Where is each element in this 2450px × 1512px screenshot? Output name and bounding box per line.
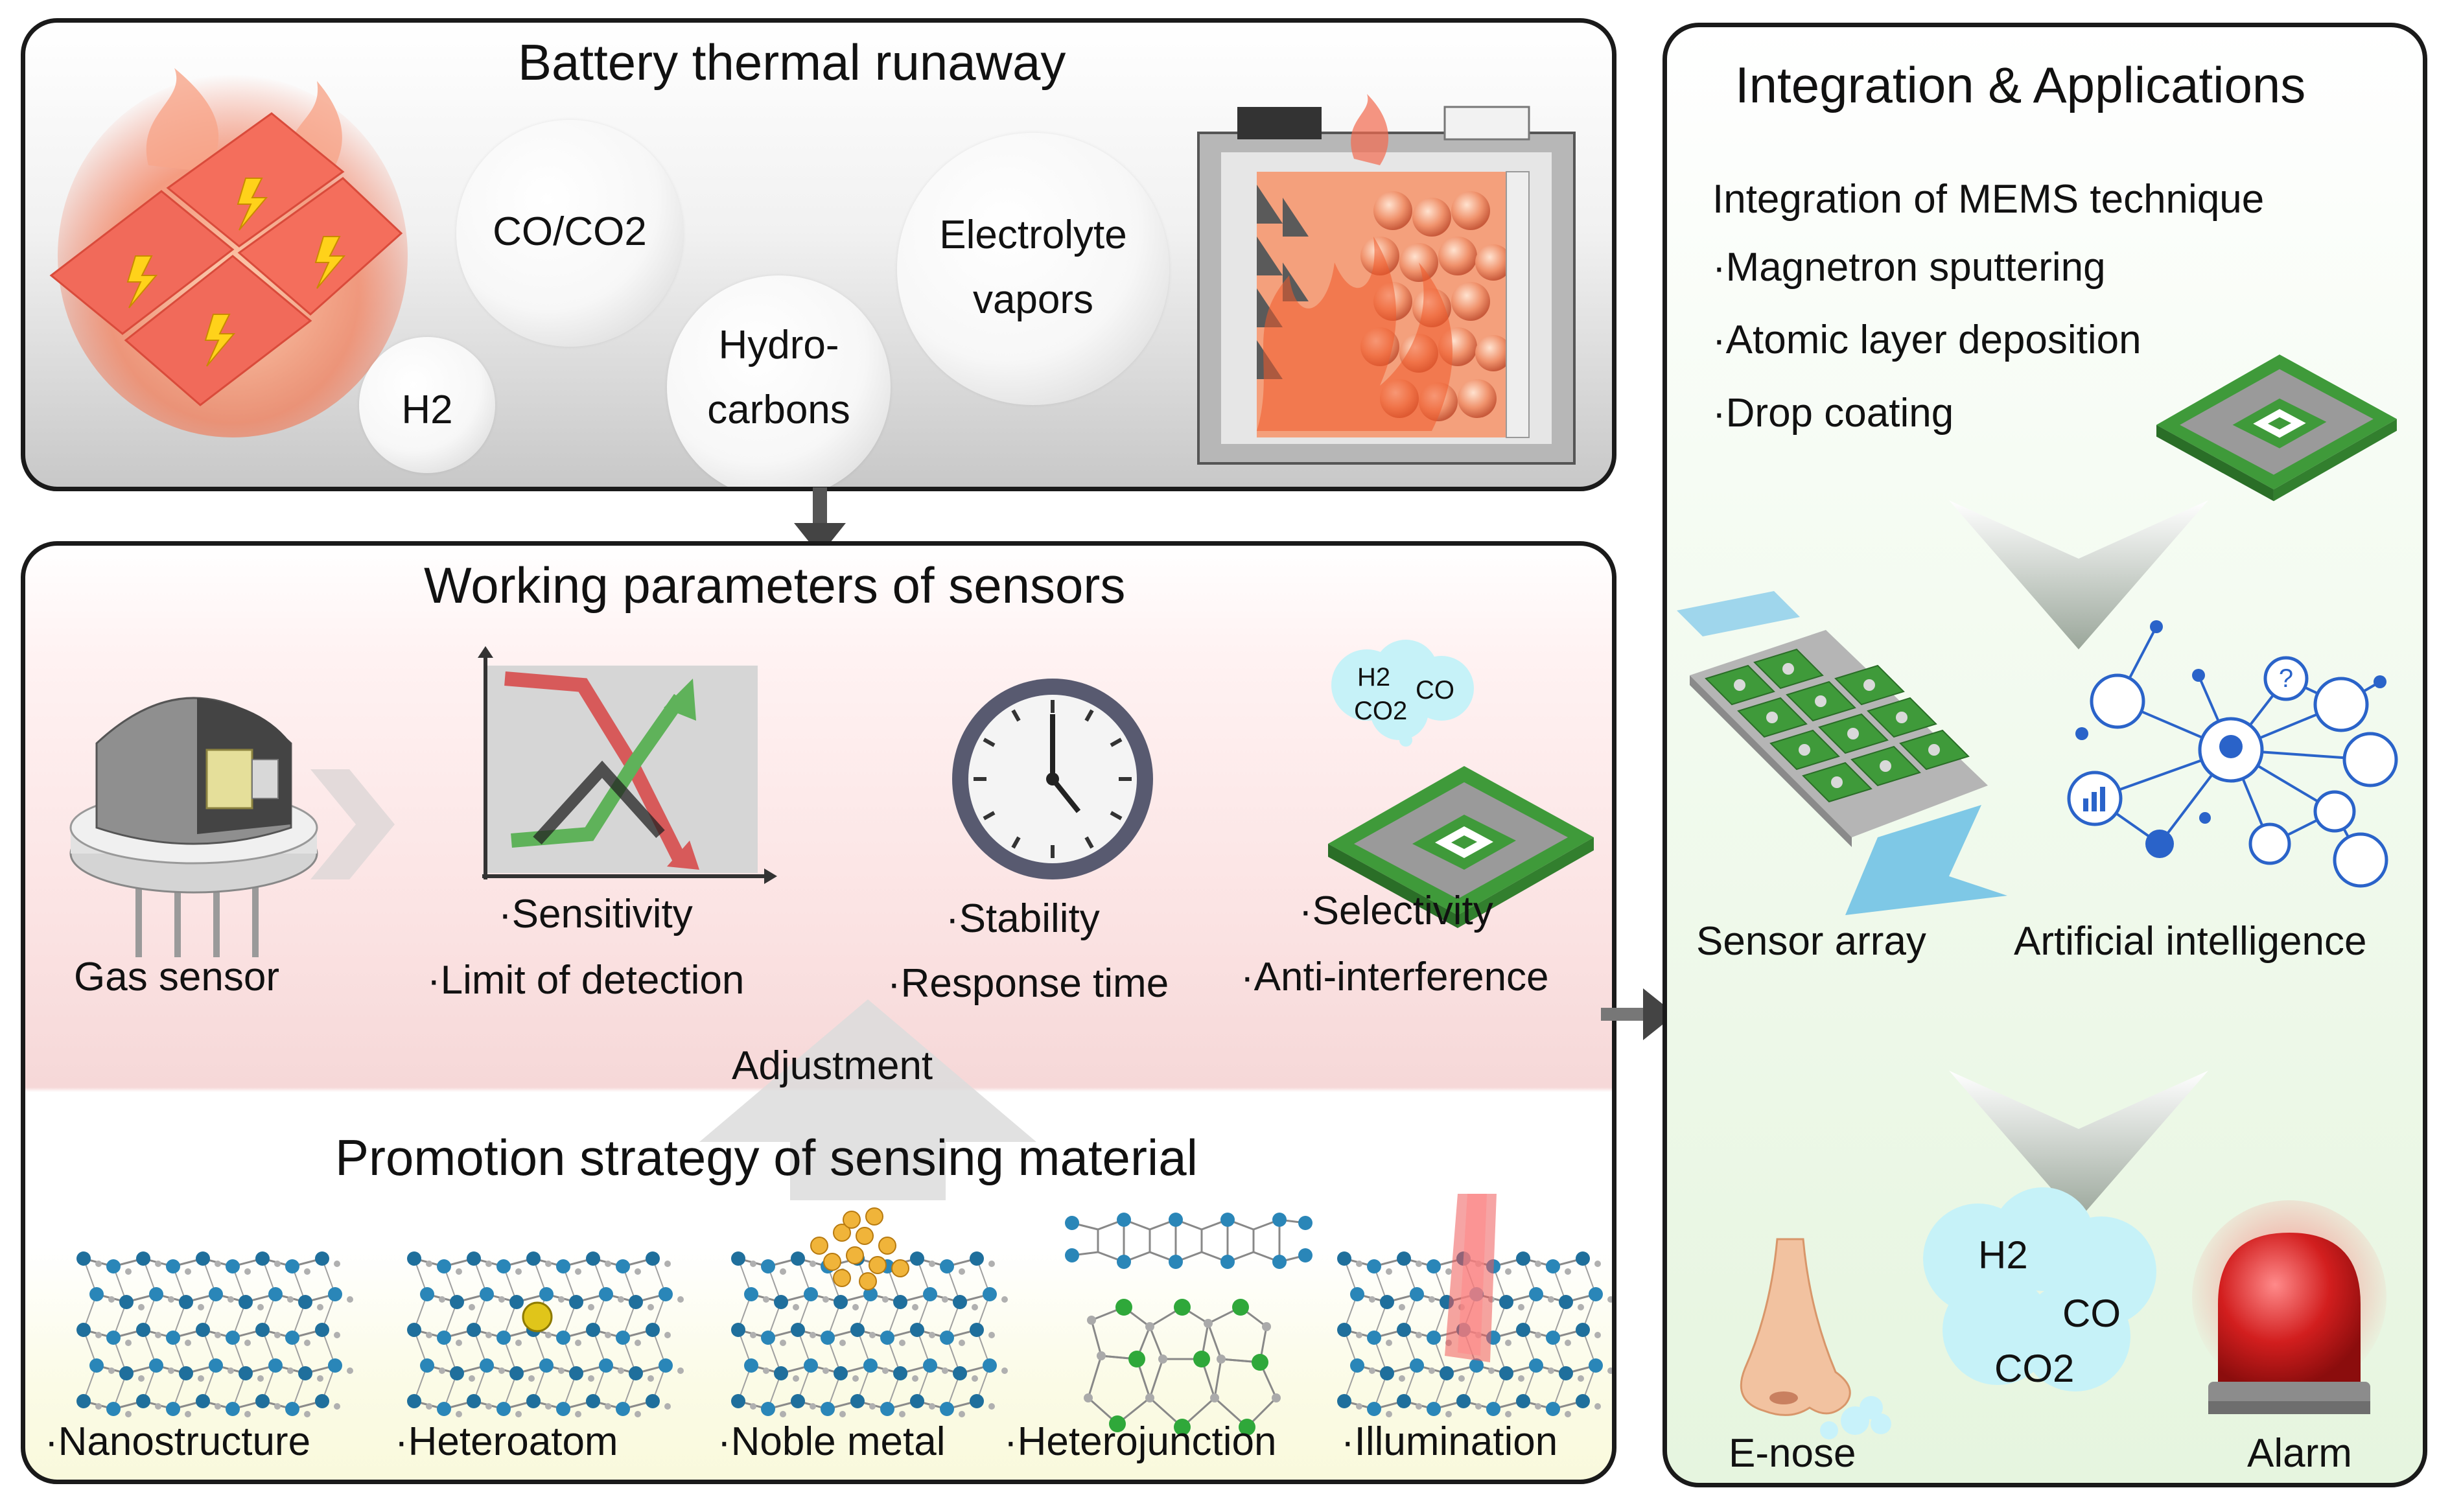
strategy-noble-metal-label: ·Noble metal [718, 1419, 946, 1464]
anti-interference-label: ·Anti-interference [1241, 955, 1549, 999]
gas-sensor-device-illustration [69, 697, 318, 957]
mems-item-drop-coating: ·Drop coating [1712, 391, 1954, 436]
mems-title: Integration of MEMS technique [1712, 177, 2265, 222]
down-arrow-runaway-to-params [794, 487, 846, 555]
h2-bubble: H2 [359, 337, 495, 473]
integration-applications-panel: Integration & Applications Integration o… [1662, 23, 2427, 1487]
mems-item-atomic-layer-deposition: ·Atomic layer deposition [1712, 318, 2141, 362]
clock-icon [952, 679, 1153, 879]
electrolyte-label-line1: Electrolyte [939, 213, 1127, 257]
strategy-heterojunction-label: ·Heterojunction [1004, 1419, 1277, 1464]
noble-metal-lattice [731, 1207, 1008, 1417]
promotion-strategy-title: Promotion strategy of sensing material [335, 1129, 1198, 1186]
e-nose-icon [1740, 1238, 1891, 1439]
gas-sensor-label: Gas sensor [74, 955, 280, 999]
mems-chip-icon [1328, 766, 1594, 928]
artificial-intelligence-label: Artificial intelligence [2014, 919, 2367, 964]
limit-of-detection-label: ·Limit of detection [427, 958, 745, 1003]
selectivity-cloud-h2: H2 [1357, 663, 1391, 692]
battery-thermal-runaway-panel: Battery thermal runaway H2 [21, 18, 1616, 491]
down-chevron-arrow-2 [1949, 1071, 2208, 1220]
down-chevron-arrow-1 [1949, 500, 2208, 649]
sensitivity-chart-icon [478, 646, 777, 884]
illumination-lattice [1337, 1194, 1612, 1417]
selectivity-gas-cloud-icon [1331, 640, 1474, 747]
adjustment-label: Adjustment [732, 1043, 933, 1088]
selectivity-cloud-co2: CO2 [1354, 697, 1408, 725]
sensitivity-label: ·Sensitivity [498, 892, 693, 936]
heteroatom-lattice [407, 1251, 684, 1417]
chevron-arrow-to-parameters [310, 769, 395, 879]
burning-pouch-cells-illustration [49, 68, 408, 437]
alarm-label: Alarm [2247, 1431, 2352, 1476]
gas-cloud-icon [1923, 1187, 2156, 1391]
svg-text:?: ? [2279, 664, 2293, 693]
selectivity-cloud-co: CO [1416, 676, 1454, 704]
apps-cloud-co: CO [2062, 1292, 2121, 1335]
mems-item-magnetron-sputtering: ·Magnetron sputtering [1712, 245, 2106, 290]
response-time-label: ·Response time [887, 961, 1169, 1006]
adjustment-up-arrow [699, 999, 1036, 1200]
selectivity-label: ·Selectivity [1299, 889, 1493, 933]
battery-panel-title: Battery thermal runaway [518, 34, 1066, 91]
sensor-array-label: Sensor array [1696, 919, 1926, 964]
nanostructure-lattice [76, 1251, 353, 1417]
strategy-illumination-label: ·Illumination [1341, 1419, 1558, 1464]
electrolyte-vapors-bubble: Electrolyte vapors [897, 133, 1169, 405]
e-nose-label: E-nose [1729, 1431, 1856, 1476]
h2-label: H2 [401, 388, 453, 432]
apps-cloud-h2: H2 [1978, 1233, 2028, 1277]
params-panel-title: Working parameters of sensors [424, 557, 1126, 614]
stability-label: ·Stability [946, 896, 1100, 941]
heterojunction-lattices [1065, 1213, 1312, 1436]
hydrocarbons-label-line2: carbons [707, 388, 850, 432]
battery-cutaway-illustration [1197, 94, 1576, 465]
co-co2-bubble: CO/CO2 [456, 120, 683, 347]
mems-chip-icon-large [2156, 355, 2397, 502]
sensor-array-illustration [1677, 591, 2007, 915]
alarm-light-icon [2192, 1200, 2386, 1414]
apps-cloud-co2: CO2 [1994, 1347, 2075, 1390]
artificial-intelligence-network-icon: ? [2067, 620, 2398, 888]
hydrocarbons-label-line1: Hydro- [718, 323, 839, 367]
electrolyte-label-line2: vapors [972, 277, 1094, 322]
hydrocarbons-bubble: Hydro- carbons [667, 275, 891, 487]
right-arrow-params-to-apps [1601, 988, 1675, 1040]
strategy-nanostructure-label: ·Nanostructure [45, 1419, 311, 1464]
co-co2-label: CO/CO2 [493, 209, 647, 254]
working-parameters-panel: Working parameters of sensors [21, 541, 1616, 1484]
apps-panel-title: Integration & Applications [1735, 56, 2306, 113]
strategy-heteroatom-label: ·Heteroatom [395, 1419, 618, 1464]
